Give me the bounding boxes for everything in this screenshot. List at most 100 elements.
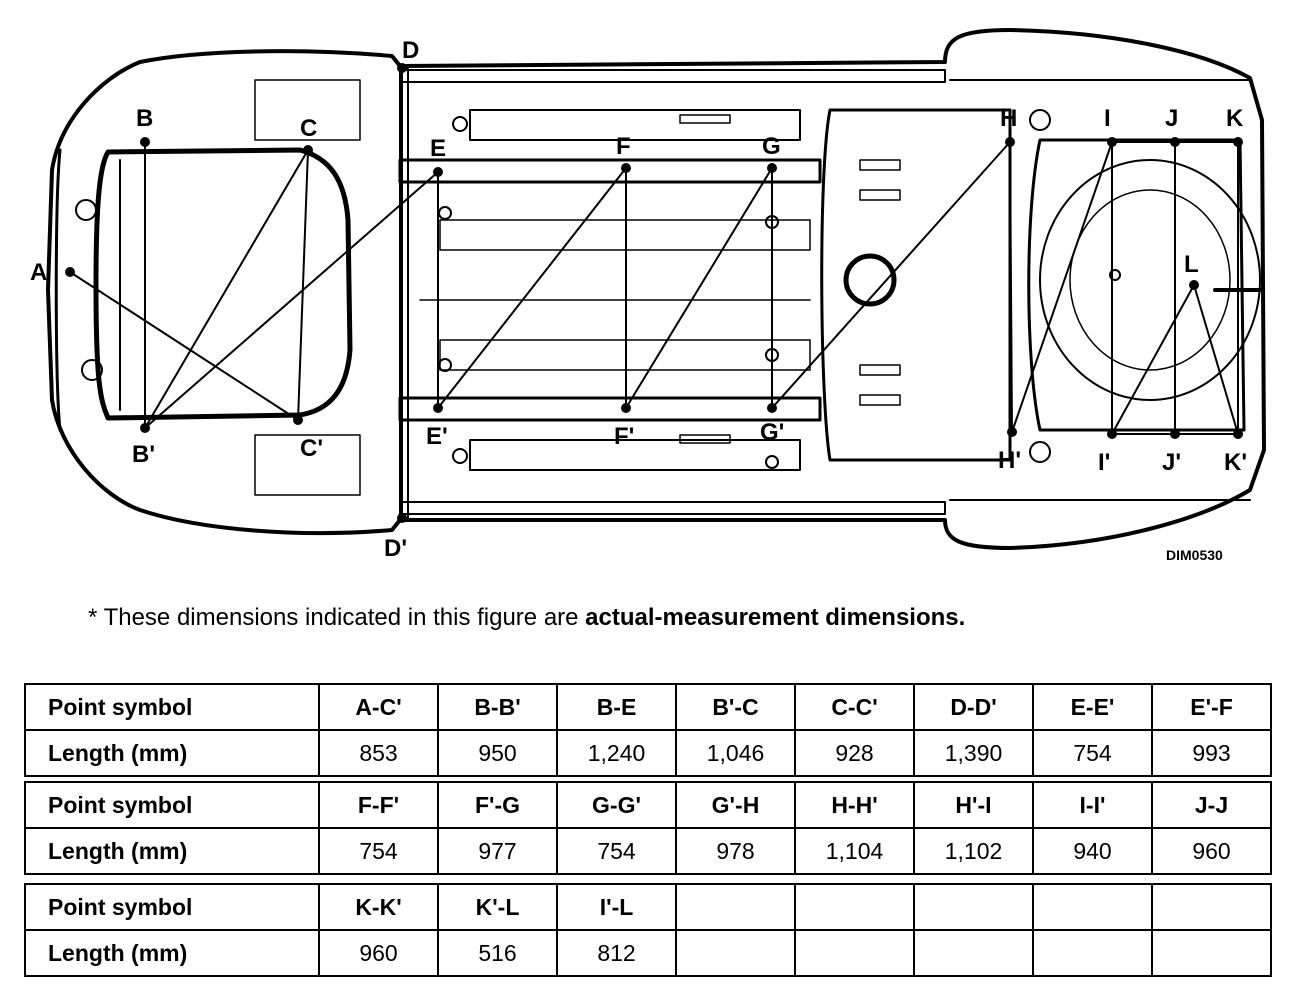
length-cell: 1,046 — [675, 729, 796, 777]
point-g-marker — [767, 163, 777, 173]
symbol-cell: K-K' — [318, 883, 439, 931]
length-cell: 754 — [318, 827, 439, 875]
point-label-k-prime: K' — [1224, 449, 1247, 476]
symbol-cell: I'-L — [556, 883, 677, 931]
point-j-marker — [1170, 137, 1180, 147]
point-l-marker — [1189, 280, 1199, 290]
point-label-d-prime: D' — [384, 535, 407, 562]
symbol-cell: H-H' — [794, 781, 915, 829]
point-b-marker — [140, 137, 150, 147]
front-subframe — [93, 147, 353, 421]
point-label-a: A — [30, 259, 47, 286]
row-label: Length (mm) — [24, 729, 320, 777]
point-label-b-prime: B' — [132, 441, 155, 468]
point-label-h-prime: H' — [998, 447, 1021, 474]
point-label-f-prime: F' — [614, 423, 634, 450]
point-symbol-row: Point symbol A-C' B-B' B-E B'-C C-C' D-D… — [24, 683, 1272, 731]
symbol-cell: E'-F — [1151, 683, 1272, 731]
point-f-prime-marker — [621, 403, 631, 413]
point-label-c-prime: C' — [300, 435, 323, 462]
point-label-h: H — [1000, 105, 1017, 132]
dimension-table-1: Point symbol A-C' B-B' B-E B'-C C-C' D-D… — [24, 683, 1272, 777]
empty-cell — [913, 883, 1034, 931]
figure-code: DIM0530 — [1166, 547, 1223, 563]
empty-cell — [1151, 929, 1272, 977]
length-cell: 754 — [1032, 729, 1153, 777]
symbol-cell: B-E — [556, 683, 677, 731]
point-i-prime-marker — [1107, 429, 1117, 439]
dimension-table-2: Point symbol F-F' F'-G G-G' G'-H H-H' H'… — [24, 781, 1272, 875]
symbol-cell: H'-I — [913, 781, 1034, 829]
body-outline — [46, 28, 1266, 550]
length-cell: 812 — [556, 929, 677, 977]
length-cell: 928 — [794, 729, 915, 777]
point-symbol-row: Point symbol K-K' K'-L I'-L — [24, 883, 1272, 931]
point-e-prime-marker — [433, 403, 443, 413]
length-cell: 940 — [1032, 827, 1153, 875]
point-h-prime-marker — [1007, 427, 1017, 437]
point-label-d: D — [402, 37, 419, 64]
symbol-cell: F'-G — [437, 781, 558, 829]
length-cell: 1,104 — [794, 827, 915, 875]
row-label: Point symbol — [24, 781, 320, 829]
dimension-table-3: Point symbol K-K' K'-L I'-L Length (mm) … — [24, 883, 1272, 977]
length-cell: 1,240 — [556, 729, 677, 777]
point-symbol-row: Point symbol F-F' F'-G G-G' G'-H H-H' H'… — [24, 781, 1272, 829]
empty-cell — [675, 929, 796, 977]
point-c-prime-marker — [293, 415, 303, 425]
length-cell: 978 — [675, 827, 796, 875]
empty-cell — [1151, 883, 1272, 931]
symbol-cell: I-I' — [1032, 781, 1153, 829]
length-cell: 960 — [1151, 827, 1272, 875]
note-text: * These dimensions indicated in this fig… — [88, 604, 586, 631]
point-e-marker — [433, 167, 443, 177]
point-label-b: B — [136, 105, 153, 132]
point-label-e-prime: E' — [426, 423, 448, 450]
empty-cell — [675, 883, 796, 931]
point-b-prime-marker — [140, 423, 150, 433]
length-cell: 754 — [556, 827, 677, 875]
point-label-k: K — [1226, 105, 1244, 132]
measurement-note: * These dimensions indicated in this fig… — [88, 604, 965, 632]
point-label-c: C — [300, 115, 317, 142]
row-label: Length (mm) — [24, 929, 320, 977]
point-label-g: G — [762, 133, 781, 160]
point-c-marker — [303, 145, 313, 155]
length-row: Length (mm) 853 950 1,240 1,046 928 1,39… — [24, 729, 1272, 777]
length-row: Length (mm) 960 516 812 — [24, 929, 1272, 977]
length-cell: 950 — [437, 729, 558, 777]
length-cell: 853 — [318, 729, 439, 777]
symbol-cell: F-F' — [318, 781, 439, 829]
point-label-l: L — [1184, 251, 1199, 278]
empty-cell — [913, 929, 1034, 977]
empty-cell — [794, 929, 915, 977]
point-g-prime-marker — [767, 403, 777, 413]
note-emphasis: actual-measurement dimensions. — [585, 604, 966, 631]
point-i-marker — [1107, 137, 1117, 147]
point-label-g-prime: G' — [760, 419, 784, 446]
underbody-dimension-diagram: A B C D E F G H I J K L B' C' D' E' F' G… — [30, 28, 1266, 563]
length-cell: 993 — [1151, 729, 1272, 777]
symbol-cell: G-G' — [556, 781, 677, 829]
symbol-cell: B'-C — [675, 683, 796, 731]
row-label: Point symbol — [24, 883, 320, 931]
point-d-prime-marker — [397, 513, 407, 523]
point-h-marker — [1005, 137, 1015, 147]
row-label: Point symbol — [24, 683, 320, 731]
symbol-cell: B-B' — [437, 683, 558, 731]
empty-cell — [1032, 929, 1153, 977]
point-k-prime-marker — [1233, 429, 1243, 439]
empty-cell — [1032, 883, 1153, 931]
point-label-e: E — [430, 135, 446, 162]
empty-cell — [794, 883, 915, 931]
point-j-prime-marker — [1170, 429, 1180, 439]
symbol-cell: C-C' — [794, 683, 915, 731]
point-f-marker — [621, 163, 631, 173]
symbol-cell: K'-L — [437, 883, 558, 931]
row-label: Length (mm) — [24, 827, 320, 875]
length-cell: 516 — [437, 929, 558, 977]
symbol-cell: J-J — [1151, 781, 1272, 829]
point-d-marker — [397, 63, 407, 73]
point-k-marker — [1233, 137, 1243, 147]
length-cell: 960 — [318, 929, 439, 977]
